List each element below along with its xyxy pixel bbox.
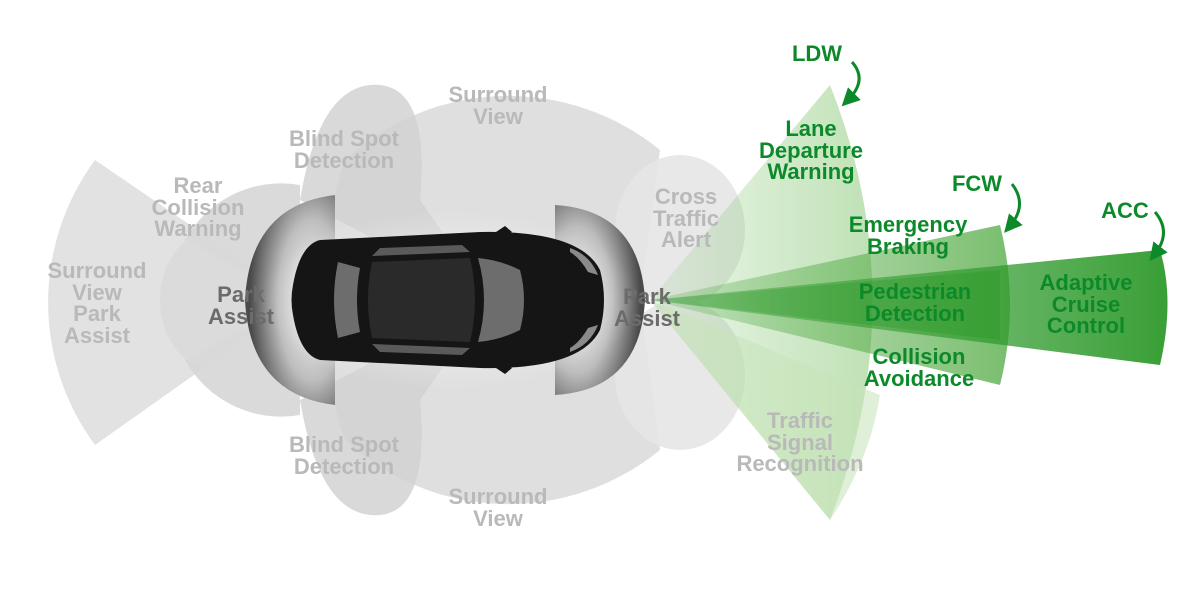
ldw-abbreviation: LDW: [791, 41, 843, 66]
car-top-view-icon: [291, 226, 604, 374]
ldw-curved-arrow-icon: [841, 61, 861, 107]
pedestrian-detection-zone: [650, 270, 1000, 340]
traffic-signal-zone: [650, 300, 880, 520]
acc-abbreviation: ACC: [1101, 198, 1149, 223]
acc-curved-arrow-icon: [1149, 211, 1168, 262]
fcw-abbreviation: FCW: [951, 171, 1003, 196]
rear-collision-zone: [160, 183, 300, 417]
fcw-curved-arrow-icon: [1004, 183, 1023, 233]
